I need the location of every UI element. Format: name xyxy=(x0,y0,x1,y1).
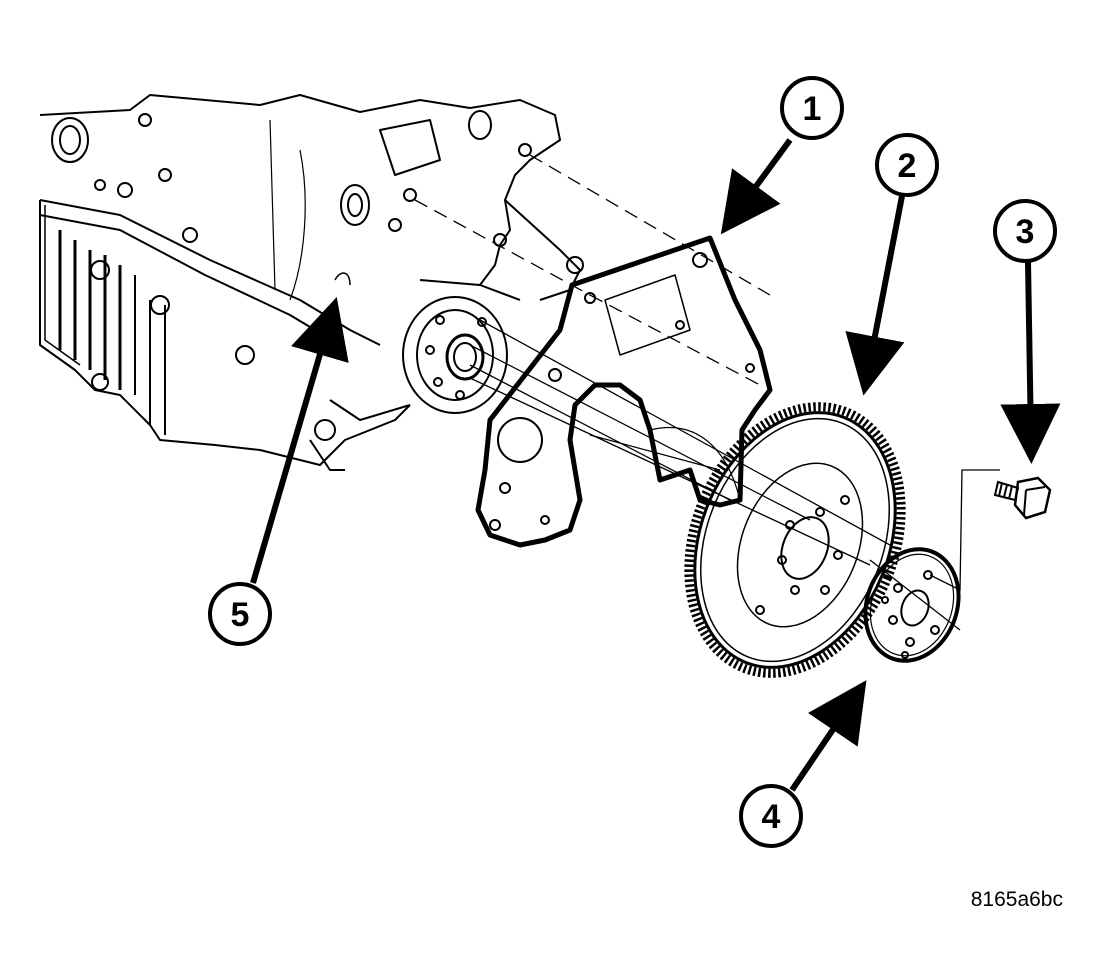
callout-2: 2 xyxy=(845,133,939,396)
callout-3-label: 3 xyxy=(1016,213,1035,251)
flexplate-backing-plate xyxy=(863,547,961,663)
flexplate xyxy=(684,402,906,678)
adapter-plate xyxy=(475,235,773,548)
callouts: 1 2 3 4 5 xyxy=(208,76,1061,848)
callout-1-label: 1 xyxy=(803,90,822,128)
callout-4: 4 xyxy=(739,680,867,848)
callout-2-label: 2 xyxy=(898,147,917,185)
callout-5-label: 5 xyxy=(231,596,250,634)
callout-5: 5 xyxy=(208,296,349,646)
figure-code: 8165a6bc xyxy=(970,888,1063,911)
engine-block xyxy=(39,94,584,471)
callout-1: 1 xyxy=(720,76,844,235)
alignment-lines xyxy=(414,154,1000,631)
flexplate-bolt xyxy=(993,476,1052,520)
callout-3: 3 xyxy=(993,199,1061,464)
callout-4-label: 4 xyxy=(762,798,781,836)
